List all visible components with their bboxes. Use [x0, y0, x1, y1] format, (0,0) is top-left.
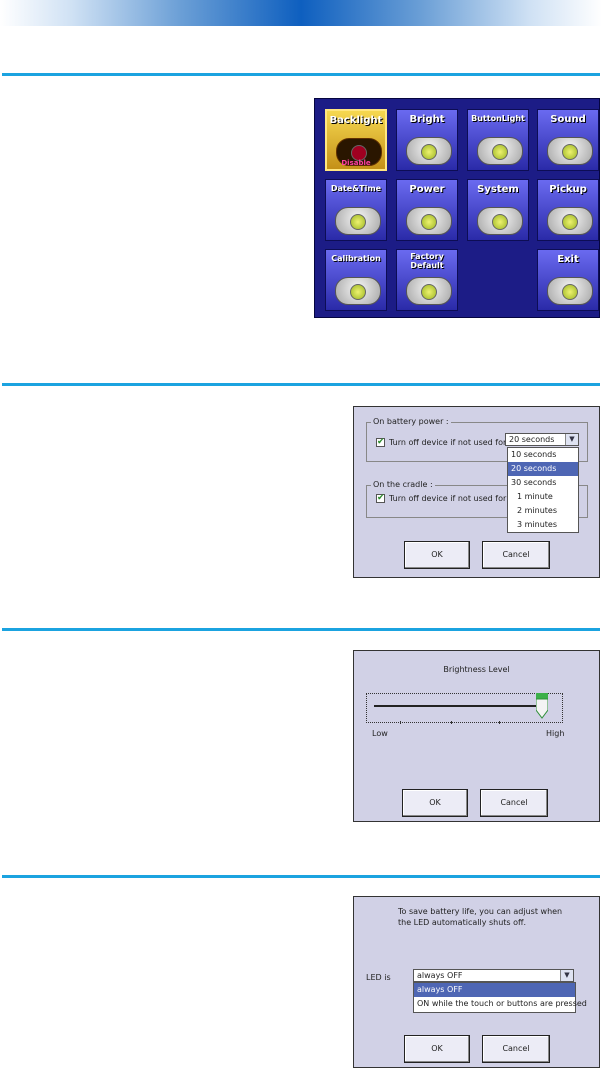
ok-button[interactable]: OK [402, 789, 468, 817]
power-dialog: On battery power : ✔ Turn off device if … [353, 406, 600, 578]
slider-focus-frame [366, 693, 563, 723]
brightness-dialog: Brightness Level Low High OK Cancel [353, 650, 600, 822]
factory-default-tile[interactable]: Factory Default [396, 249, 458, 311]
list-option-selected[interactable]: 20 seconds [508, 462, 578, 476]
pickup-icon [547, 207, 593, 235]
battery-power-group: On battery power : [366, 417, 588, 462]
group-title: On the cradle : [371, 480, 435, 489]
tile-label: Power [409, 184, 445, 195]
message-line: To save battery life, you can adjust whe… [398, 907, 563, 916]
clock-icon [335, 207, 381, 235]
pickup-tile[interactable]: Pickup [537, 179, 599, 241]
tile-label: Backlight [329, 115, 383, 126]
tile-label: System [477, 184, 519, 195]
exit-door-icon [547, 277, 593, 305]
bright-tile[interactable]: Bright [396, 109, 458, 171]
calibration-icon [335, 277, 381, 305]
led-options-list: always OFF ON while the touch or buttons… [413, 982, 587, 1013]
checkbox-label: Turn off device if not used for [389, 494, 507, 503]
tile-label: Sound [550, 114, 586, 125]
tile-label: Calibration [331, 254, 381, 263]
cradle-checkbox[interactable]: ✔ [376, 493, 385, 503]
tile-label: ButtonLight [471, 114, 525, 123]
exit-tile[interactable]: Exit [537, 249, 599, 311]
backlight-icon [336, 138, 382, 166]
slider-tick [400, 721, 401, 724]
list-option[interactable]: 30 seconds [511, 478, 557, 487]
tile-sublabel: Disable [341, 159, 371, 167]
section-divider [2, 383, 600, 386]
datetime-tile[interactable]: Date&Time [325, 179, 387, 241]
tile-label: Bright [409, 114, 445, 125]
sound-tile[interactable]: Sound [537, 109, 599, 171]
button-light-icon [477, 137, 523, 165]
tile-label: Exit [557, 254, 579, 265]
system-tile[interactable]: System [467, 179, 529, 241]
dialog-title: Brightness Level [443, 665, 510, 674]
section-divider [2, 875, 600, 878]
list-option[interactable]: ON while the touch or buttons are presse… [417, 999, 587, 1008]
slider-tick [499, 721, 500, 724]
factory-default-icon [406, 277, 452, 305]
led-dialog: To save battery life, you can adjust whe… [353, 896, 600, 1068]
section-divider [2, 73, 600, 76]
list-option-selected[interactable]: always OFF [414, 983, 575, 997]
buttonlight-tile[interactable]: ButtonLight [467, 109, 529, 171]
list-option[interactable]: 2 minutes [517, 506, 558, 515]
list-option[interactable]: 1 minute [517, 492, 553, 501]
chevron-down-icon[interactable]: ▼ [560, 970, 573, 981]
battery-icon [406, 207, 452, 235]
cancel-button[interactable]: Cancel [482, 1035, 550, 1063]
cancel-button[interactable]: Cancel [480, 789, 548, 817]
sound-icon [547, 137, 593, 165]
dropdown-value: always OFF [417, 971, 463, 980]
list-option[interactable]: 3 minutes [517, 520, 558, 529]
led-label: LED is [366, 973, 391, 982]
checkbox-label: Turn off device if not used for [389, 438, 507, 447]
low-label: Low [372, 729, 388, 738]
dropdown-value: 20 seconds [509, 435, 555, 444]
cradle-group: On the cradle : [366, 480, 588, 518]
battery-checkbox[interactable]: ✔ [376, 437, 385, 447]
calibration-tile[interactable]: Calibration [325, 249, 387, 311]
tile-label: Pickup [549, 184, 587, 195]
section-divider [2, 628, 600, 631]
chevron-down-icon[interactable]: ▼ [565, 434, 578, 445]
group-title: On battery power : [371, 417, 451, 426]
message-line: the LED automatically shuts off. [398, 918, 527, 927]
slider-thumb[interactable] [535, 693, 549, 719]
slider-track[interactable] [374, 705, 546, 707]
tile-label: Factory Default [410, 252, 444, 270]
backlight-tile[interactable]: Backlight Disable [325, 109, 387, 171]
ok-button[interactable]: OK [404, 1035, 470, 1063]
high-label: High [546, 729, 565, 738]
cancel-button[interactable]: Cancel [482, 541, 550, 569]
ok-button[interactable]: OK [404, 541, 470, 569]
battery-timeout-dropdown[interactable]: 20 seconds ▼ [505, 433, 579, 446]
tile-label: Date&Time [330, 184, 382, 193]
led-mode-dropdown[interactable]: always OFF ▼ [413, 969, 574, 982]
timeout-options-list: 10 seconds 20 seconds 30 seconds 1 minut… [507, 447, 579, 533]
list-option[interactable]: 10 seconds [511, 450, 557, 459]
power-tile[interactable]: Power [396, 179, 458, 241]
system-icon [477, 207, 523, 235]
slider-tick [451, 721, 452, 724]
settings-icon-grid: Backlight Disable Bright ButtonLight Sou… [314, 98, 600, 318]
header-gradient-bar [0, 0, 602, 26]
brightness-icon [406, 137, 452, 165]
